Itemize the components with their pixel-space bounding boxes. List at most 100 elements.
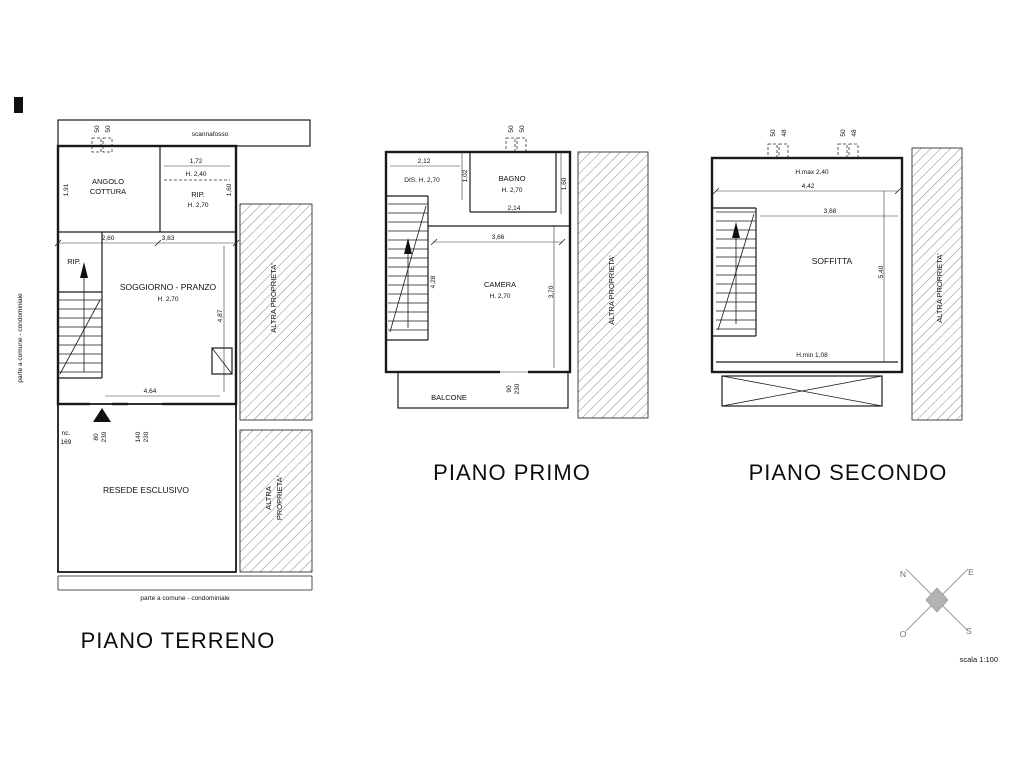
room-label-rip-left: RIP. bbox=[67, 257, 81, 266]
room-label-soggiorno: SOGGIORNO - PRANZO bbox=[120, 282, 217, 292]
room-label-angolo-cottura: COTTURA bbox=[90, 187, 126, 196]
plan-piano-terreno: scannafosso 50 50 1,72 H. 2,40 ANGOLO CO… bbox=[14, 97, 313, 653]
room-label-dis: DIS. H. 2,70 bbox=[404, 177, 440, 184]
chimney-dim: 50 bbox=[105, 125, 112, 133]
plan-title-terreno: PIANO TERRENO bbox=[81, 628, 276, 653]
scale-note: scala 1:100 bbox=[960, 655, 998, 664]
label-altra-proprieta-lower: PROPRIETA' bbox=[275, 475, 284, 520]
compass-star bbox=[925, 587, 949, 613]
hatch-altra-proprieta-secondo bbox=[911, 147, 963, 421]
walls-primo-outer bbox=[384, 150, 572, 374]
chimney-dim: 48 bbox=[781, 129, 788, 137]
door-dim: 230 bbox=[101, 431, 108, 442]
chimney-dim: 48 bbox=[851, 129, 858, 137]
dim-h-left: 4,28 bbox=[430, 275, 437, 288]
dim-w-soggiorno: 3,83 bbox=[162, 235, 175, 242]
boundary-mark bbox=[14, 97, 23, 113]
dim-h-camera: 3,70 bbox=[548, 285, 555, 298]
label-parte-comune-left: parte a comune - condominiale bbox=[17, 293, 24, 383]
room-label-camera: CAMERA bbox=[484, 280, 516, 289]
shaft-detail bbox=[211, 347, 233, 375]
hatch-altra-proprieta-upper bbox=[239, 203, 313, 421]
stair-arrow-secondo bbox=[732, 222, 740, 238]
balcony-outline bbox=[397, 371, 569, 409]
label-parte-comune-bottom: parte a comune - condominiale bbox=[140, 595, 230, 602]
plan-title-secondo: PIANO SECONDO bbox=[749, 460, 948, 485]
chimney-dim: 50 bbox=[770, 129, 777, 137]
room-label-soggiorno-h: H. 2,70 bbox=[158, 296, 179, 303]
dim-w-dis: 2,12 bbox=[418, 158, 431, 165]
dim-w-bottom: 4,64 bbox=[144, 388, 157, 395]
chimney-dim: 50 bbox=[519, 125, 526, 133]
entrance-doors: 80 230 140 230 bbox=[90, 400, 162, 442]
entrance-marker bbox=[93, 408, 111, 422]
room-label-angolo-cottura: ANGOLO bbox=[92, 177, 124, 186]
dim-w-camera: 3,66 bbox=[492, 234, 505, 241]
label-altra-proprieta-upper: ALTRA PROPRIETA' bbox=[269, 263, 278, 333]
chimney-flues-primo: 50 50 bbox=[505, 125, 527, 153]
chimney-flues-terreno: 50 50 bbox=[91, 125, 113, 153]
label-hmax: H.max 2,40 bbox=[795, 169, 829, 176]
dim-h-cottura: 1,91 bbox=[63, 183, 70, 196]
dim-ticks bbox=[54, 239, 240, 247]
dim-w-inner: 3,68 bbox=[824, 208, 837, 215]
chimney-dim: 50 bbox=[840, 129, 847, 137]
dim-w-bagno: 2,14 bbox=[508, 205, 521, 212]
chimney-flues-secondo: 50 48 50 48 bbox=[767, 129, 859, 159]
walls-terreno-interior bbox=[58, 146, 236, 379]
hatch-altra-proprieta-primo bbox=[577, 151, 649, 419]
door-dim: 80 bbox=[93, 433, 100, 441]
label-altra-proprieta-primo: ALTRA PROPRIETA' bbox=[607, 255, 616, 325]
civic-number: nc. bbox=[62, 430, 71, 437]
dim-rip-hmax: H. 2,40 bbox=[186, 171, 207, 178]
room-label-rip-top: RIP. bbox=[191, 190, 205, 199]
stairs-terreno bbox=[58, 262, 102, 375]
stairs-secondo bbox=[716, 211, 756, 331]
dim-ticks bbox=[430, 238, 566, 246]
resede-outline bbox=[57, 403, 237, 573]
compass-west: O bbox=[900, 629, 907, 639]
dim-rip-width: 1,72 bbox=[190, 158, 203, 165]
room-label-camera-h: H. 2,70 bbox=[490, 293, 511, 300]
plan-piano-secondo: 50 48 50 48 H.max 2,40 4,42 3,68 bbox=[710, 129, 963, 485]
civic-number: 169 bbox=[61, 439, 72, 446]
room-label-resede: RESEDE ESCLUSIVO bbox=[103, 485, 189, 495]
balcony-door-opening bbox=[500, 369, 528, 376]
compass-east: E bbox=[968, 567, 974, 577]
stairs-primo bbox=[388, 203, 428, 333]
crossed-area bbox=[721, 375, 883, 407]
stair-arrow-terreno bbox=[80, 262, 88, 278]
door-dim: 230 bbox=[514, 383, 521, 394]
compass-north: N bbox=[900, 569, 906, 579]
room-label-bagno: BAGNO bbox=[498, 174, 525, 183]
plan-piano-primo: 50 50 2,12 DIS. H. 2,70 1,02 BAGNO H. 2,… bbox=[384, 125, 649, 485]
walkway-common bbox=[57, 575, 313, 591]
label-hmin: H.min 1,08 bbox=[796, 352, 828, 359]
shaft-diagonal bbox=[211, 347, 233, 375]
door-dim: 90 bbox=[506, 385, 513, 393]
room-label-soffitta: SOFFITTA bbox=[812, 256, 853, 266]
dim-w-cottura: 2,60 bbox=[102, 235, 115, 242]
scannafosso-label: scannafosso bbox=[192, 131, 229, 138]
door-dim: 230 bbox=[143, 431, 150, 442]
dim-h-dis: 1,02 bbox=[462, 169, 469, 182]
label-altra-proprieta-secondo: ALTRA PROPRIETA' bbox=[935, 253, 944, 323]
door-dim: 140 bbox=[135, 431, 142, 442]
compass-rose: N E S O bbox=[900, 567, 974, 639]
room-label-rip-top-h: H. 2,70 bbox=[188, 202, 209, 209]
dim-h-bagno: 1,60 bbox=[561, 177, 568, 190]
plan-title-primo: PIANO PRIMO bbox=[433, 460, 591, 485]
chimney-dim: 50 bbox=[94, 125, 101, 133]
label-altra-proprieta-lower: ALTRA bbox=[264, 486, 273, 510]
walls-primo-interior bbox=[386, 152, 570, 341]
room-label-bagno-h: H. 2,70 bbox=[502, 187, 523, 194]
dim-w-top: 4,42 bbox=[802, 183, 815, 190]
hatch-altra-proprieta-lower bbox=[239, 429, 313, 573]
room-label-balcone: BALCONE bbox=[431, 393, 467, 402]
dim-h-soggiorno: 4,87 bbox=[217, 309, 224, 322]
compass-south: S bbox=[966, 626, 972, 636]
chimney-dim: 50 bbox=[508, 125, 515, 133]
dim-h-rip: 1,60 bbox=[226, 183, 233, 196]
